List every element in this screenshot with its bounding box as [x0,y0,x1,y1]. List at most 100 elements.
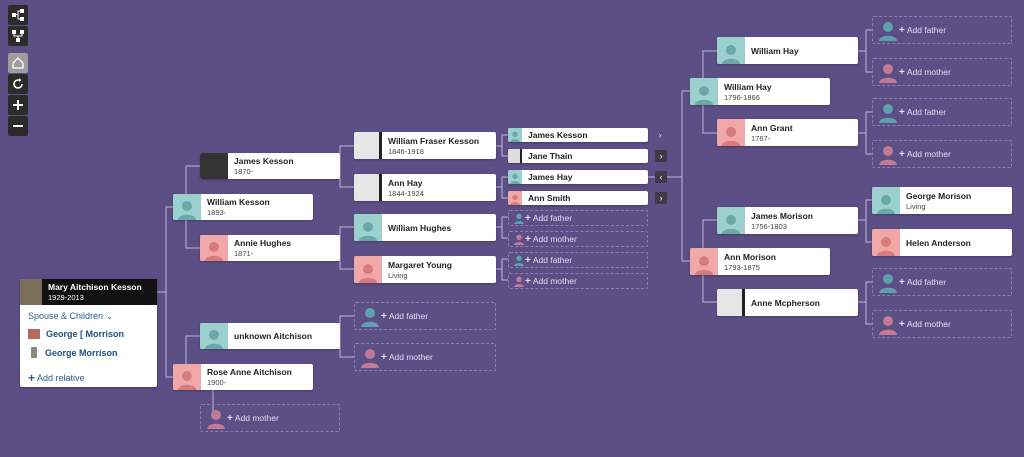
person-card[interactable]: James Hay [508,170,648,184]
chevron-left-icon[interactable]: ‹ [655,171,667,183]
add-mother-button[interactable]: +Add mother [872,140,1012,168]
add-relative-button[interactable]: + Add relative [28,371,85,385]
add-father-label: Add father [906,107,947,117]
person-card[interactable]: Helen Anderson [872,229,1012,256]
add-mother-button[interactable]: +Add mother [354,343,496,371]
person-name: Margaret Young [388,259,452,270]
add-mother-button[interactable]: +Add mother [872,310,1012,338]
chevron-right-icon[interactable]: › [658,130,662,140]
add-father-button[interactable]: +Add father [872,16,1012,44]
female-silhouette-icon [361,349,379,368]
male-silhouette-icon [879,274,897,293]
person-photo [717,289,745,316]
add-father-button[interactable]: +Add father [508,210,648,226]
person-dates: 1900- [207,378,227,387]
person-name: Ann Smith [528,193,571,203]
add-mother-label: Add mother [234,413,279,423]
focus-person-card[interactable]: Mary Aitchison Kesson 1929-2013 Spouse &… [20,279,157,387]
person-name: Annie Hughes [234,238,292,248]
male-silhouette-icon [872,187,900,214]
add-father-button[interactable]: +Add father [872,98,1012,126]
person-name: unknown Aitchison [234,331,313,341]
tree-vertical-icon[interactable] [8,26,28,46]
child-name: George [ Morrison [46,329,125,339]
chevron-down-icon: ⌄ [105,311,114,321]
person-card[interactable]: James Kesson [508,128,648,142]
add-mother-button[interactable]: +Add mother [872,58,1012,86]
add-mother-label: Add mother [906,319,951,329]
add-mother-button[interactable]: +Add mother [508,273,648,289]
person-card[interactable]: William Hay [717,37,858,64]
person-name: Rose Anne Aitchison [207,367,292,377]
person-card[interactable]: Ann Smith [508,191,648,205]
male-silhouette-icon [508,128,522,142]
add-mother-label: Add mother [532,234,577,244]
male-silhouette-icon [354,214,382,241]
male-silhouette-icon [200,323,228,349]
person-name: George Morison [906,190,972,201]
reset-icon[interactable] [8,74,28,94]
male-silhouette-icon [690,78,718,105]
female-silhouette-icon [879,64,897,83]
person-dates: 1767- [751,133,771,143]
person-card[interactable]: Jane Thain [508,149,648,163]
female-silhouette-icon [200,235,228,261]
person-card[interactable]: Anne Mcpherson [717,289,858,316]
zoom-in-icon[interactable] [8,95,28,115]
person-dates: 1756-1803 [751,221,787,231]
zoom-out-icon[interactable] [8,116,28,136]
add-father-button[interactable]: +Add father [354,302,496,330]
person-photo [354,132,382,159]
person-name: William Fraser Kesson [388,135,480,146]
chevron-right-icon[interactable]: › [655,150,667,162]
add-father-button[interactable]: +Add father [872,268,1012,296]
focus-person-dates: 1929-2013 [48,293,84,302]
person-card[interactable]: William Hughes [354,214,496,241]
male-silhouette-icon [879,104,897,123]
male-silhouette-icon [361,308,379,327]
focus-person-name: Mary Aitchison Kesson [48,282,142,292]
child-name: George Morrison [45,347,118,358]
person-photo [200,153,228,179]
chevron-right-icon[interactable]: › [655,192,667,204]
male-silhouette-icon [879,22,897,41]
person-name: William Hay [724,81,772,92]
female-silhouette-icon [508,191,522,205]
female-silhouette-icon [717,119,745,146]
focus-person-photo [20,279,42,305]
add-mother-label: Add mother [532,276,577,286]
person-name: Helen Anderson [906,237,971,248]
person-card[interactable]: unknown Aitchison [200,323,340,349]
child-link-2[interactable]: George Morrison [28,347,118,358]
person-photo [508,149,522,163]
add-mother-button[interactable]: +Add mother [508,231,648,247]
person-dates: Living [906,201,926,211]
add-mother-button[interactable]: +Add mother [200,404,340,432]
add-father-button[interactable]: +Add father [508,252,648,268]
tree-horizontal-icon[interactable] [8,5,28,25]
home-icon[interactable] [8,53,28,73]
person-name: James Hay [528,172,573,182]
child-photo-icon [31,347,37,358]
female-silhouette-icon [207,410,225,429]
spouse-children-toggle[interactable]: Spouse & Children ⌄ [28,311,113,322]
person-name: Anne Mcpherson [751,297,820,308]
child-link-1[interactable]: George [ Morrison [28,329,124,339]
add-father-label: Add father [388,311,429,321]
plus-icon: + [28,371,36,385]
person-dates: 1796-1866 [724,92,760,102]
